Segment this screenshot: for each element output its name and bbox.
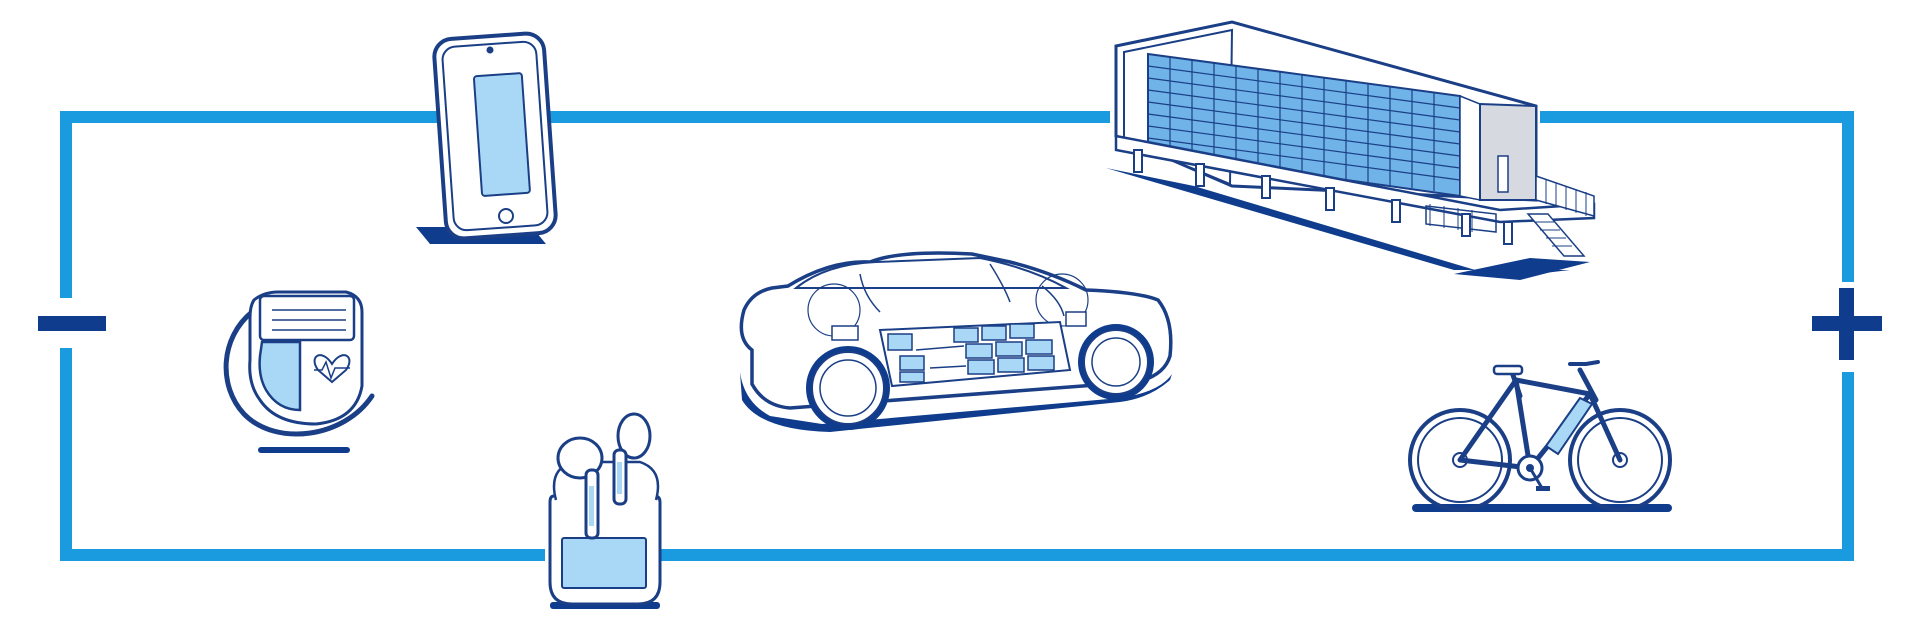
wireless-earbuds-icon [548, 412, 662, 609]
circuit-wire [60, 111, 1854, 561]
wire-segment-top-right [1540, 111, 1854, 282]
smartphone-icon [416, 31, 558, 244]
minus-icon [38, 316, 106, 331]
pacemaker-icon [223, 290, 375, 453]
electric-car-icon [739, 251, 1173, 432]
wire-segment-bottom-left [60, 348, 545, 561]
plus-icon [1812, 288, 1882, 360]
energy-storage-facility-icon [1106, 20, 1596, 280]
electric-bicycle-icon [1408, 360, 1672, 512]
wire-segment-top-left [60, 111, 440, 298]
wire-segment-bottom-right [660, 372, 1854, 561]
